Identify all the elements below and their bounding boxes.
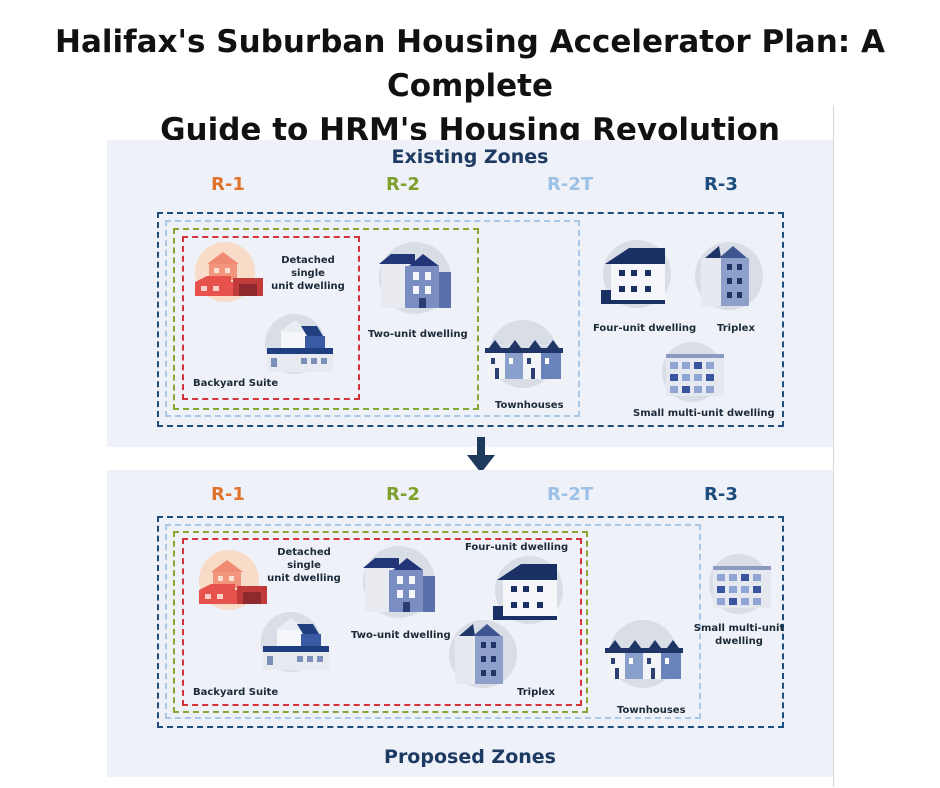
proposed-two-unit-dwelling-icon [363, 546, 435, 618]
proposed-zone-label-r2t: R-2T [547, 484, 594, 505]
townhouses-icon [485, 320, 563, 388]
proposed-small-multi-label-line-2: dwelling [715, 636, 763, 647]
zone-label-r2t: R-2T [547, 174, 594, 195]
proposed-triplex-label: Triplex [517, 687, 555, 698]
proposed-backyard-suite-label: Backyard Suite [193, 687, 279, 698]
detached-house-icon [195, 242, 263, 302]
proposed-detached-label-line-2: unit dwelling [267, 573, 341, 584]
triplex-icon [695, 242, 763, 310]
proposed-zone-r2-boundary [173, 531, 588, 713]
divider-line [833, 105, 834, 787]
down-arrow-icon [467, 437, 495, 473]
proposed-townhouses-icon [605, 620, 683, 688]
page-title: Halifax's Suburban Housing Accelerator P… [0, 20, 940, 152]
triplex-label: Triplex [717, 323, 755, 334]
proposed-small-multi-label-line-1: Small multi-unit [693, 623, 785, 634]
backyard-suite-icon [265, 314, 333, 374]
detached-label-line-2: unit dwelling [271, 281, 345, 292]
proposed-zone-label-r1: R-1 [211, 484, 245, 505]
backyard-suite-label: Backyard Suite [193, 378, 279, 389]
title-line-1: Halifax's Suburban Housing Accelerator P… [55, 24, 885, 104]
proposed-zones-heading: Proposed Zones [384, 746, 556, 768]
zone-r3-boundary [157, 212, 784, 427]
four-unit-dwelling-label: Four-unit dwelling [593, 323, 697, 334]
existing-zones-heading: Existing Zones [391, 146, 549, 168]
proposed-detached-dwelling-label: Detached single unit dwelling [259, 546, 349, 585]
existing-zones-panel: Existing Zones R-1 R-2 R-2T R-3 Detached… [107, 140, 833, 447]
proposed-detached-label-line-1: Detached single [277, 547, 331, 571]
zone-r1-boundary [182, 236, 360, 400]
townhouses-label: Townhouses [495, 400, 564, 411]
proposed-zone-r2t-boundary [165, 524, 701, 719]
proposed-four-unit-dwelling-label: Four-unit dwelling [465, 542, 569, 553]
detached-label-line-1: Detached single [281, 255, 335, 279]
proposed-townhouses-label: Townhouses [617, 705, 686, 716]
two-unit-dwelling-label: Two-unit dwelling [368, 329, 468, 340]
zone-label-r3: R-3 [704, 174, 738, 195]
zone-label-r1: R-1 [211, 174, 245, 195]
proposed-zones-panel: R-1 R-2 R-2T R-3 Detached single unit dw… [107, 470, 833, 777]
proposed-backyard-suite-icon [261, 612, 329, 672]
zone-label-r2: R-2 [386, 174, 420, 195]
small-multi-unit-label: Small multi-unit dwelling [633, 408, 775, 419]
two-unit-dwelling-icon [379, 242, 451, 314]
proposed-zone-label-r3: R-3 [704, 484, 738, 505]
proposed-two-unit-dwelling-label: Two-unit dwelling [351, 630, 451, 641]
proposed-triplex-icon [449, 620, 517, 688]
proposed-small-multi-unit-icon [709, 554, 771, 614]
zone-r2t-boundary [165, 220, 580, 417]
proposed-four-unit-dwelling-icon [493, 556, 563, 624]
proposed-zone-label-r2: R-2 [386, 484, 420, 505]
zone-r2-boundary [173, 228, 479, 410]
four-unit-dwelling-icon [601, 240, 671, 308]
detached-dwelling-label: Detached single unit dwelling [263, 254, 353, 293]
proposed-zone-r3-boundary [157, 516, 784, 728]
proposed-small-multi-unit-label: Small multi-unit dwelling [691, 622, 787, 648]
proposed-zone-r1-boundary [182, 538, 582, 706]
small-multi-unit-icon [662, 342, 724, 402]
